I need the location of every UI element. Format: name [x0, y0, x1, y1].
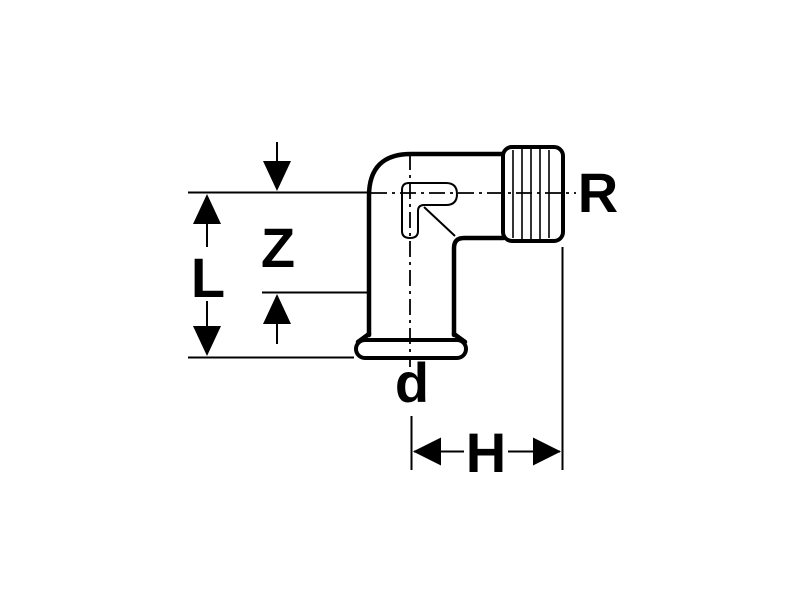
- elbow-outer-contour: [366, 151, 506, 338]
- z-bottom-arrow-up: [263, 294, 291, 324]
- z-top-arrow-down: [263, 161, 291, 191]
- label-z-dimension: Z: [261, 216, 295, 279]
- l-top-arrow-up: [193, 194, 221, 224]
- press-socket-end: [354, 331, 468, 360]
- thread-ridges: [512, 149, 550, 239]
- label-insertion-length: L: [191, 246, 225, 309]
- label-pipe-diameter: d: [395, 351, 429, 414]
- thread-outline: [501, 145, 565, 243]
- bore-contour: [401, 182, 459, 240]
- label-thread-size: R: [578, 161, 618, 224]
- elbow-body: [366, 151, 506, 338]
- dimension-lines: [188, 191, 564, 470]
- centerlines: [371, 154, 576, 367]
- elbow-inner-contour: [451, 235, 506, 338]
- label-height-dimension: H: [466, 421, 506, 484]
- socket-bead: [354, 338, 468, 360]
- h-right-arrow: [533, 437, 561, 466]
- internal-bore: [401, 182, 459, 240]
- dimension-arrows: [193, 142, 561, 466]
- male-thread-end: [501, 145, 565, 243]
- l-bottom-arrow-down: [193, 326, 221, 356]
- dimension-labels: R Z L d H: [191, 161, 618, 484]
- h-left-arrow: [413, 437, 441, 466]
- bore-diagonal-edge: [423, 206, 456, 237]
